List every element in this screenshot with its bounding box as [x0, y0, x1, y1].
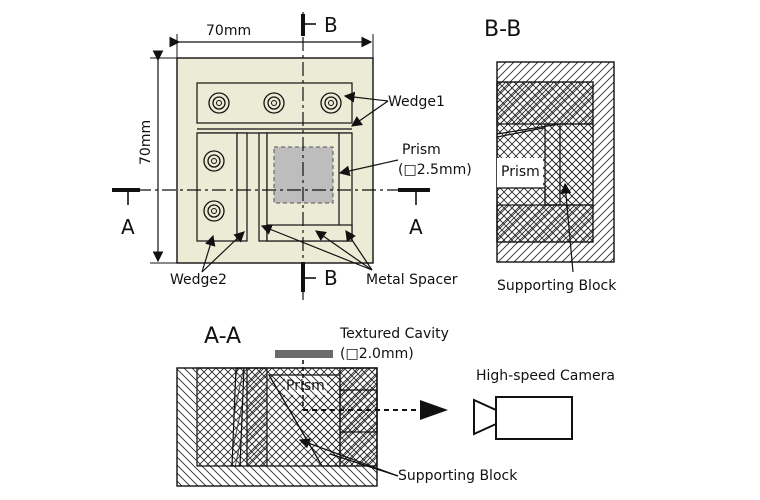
wedge1-label: Wedge1: [388, 94, 445, 110]
textured-cavity-label: Textured Cavity: [339, 326, 449, 342]
section-aa-supporting-block-label: Supporting Block: [398, 468, 518, 484]
camera-icon: [473, 396, 573, 440]
section-b-bottom-label: B: [324, 266, 338, 290]
section-aa-title: A-A: [204, 324, 241, 349]
wedge1-block: [196, 82, 353, 124]
screw-icon: [203, 200, 225, 222]
wedge2-block: [196, 132, 238, 242]
screw-icon: [263, 92, 285, 114]
textured-cavity-bar: [275, 350, 333, 358]
section-a-right-label: A: [409, 215, 423, 239]
prism-size-label: (□2.5mm): [398, 162, 472, 178]
screw-icon: [208, 92, 230, 114]
section-bb-prism-label: Prism: [501, 164, 540, 180]
screw-icon: [203, 150, 225, 172]
metal-spacer-label: Metal Spacer: [366, 272, 458, 288]
section-bb-supporting-block-label: Supporting Block: [497, 278, 617, 294]
section-aa-prism-label: Prism: [286, 378, 325, 394]
metal-spacer: [236, 132, 248, 242]
section-bb-view: B-B Prism Supporting Block: [484, 17, 617, 294]
section-b-top-label: B: [324, 13, 338, 37]
wedge2-label: Wedge2: [170, 272, 227, 288]
top-view: B B A A 70mm 70mm Wedge1 Prism (□2.5mm) …: [112, 12, 472, 300]
prism-label: Prism: [402, 142, 441, 158]
section-aa-view: A-A Textured Cavity (□2.0mm) Prism Suppo…: [176, 324, 615, 487]
width-dimension-label: 70mm: [206, 23, 251, 39]
screw-icon: [320, 92, 342, 114]
metal-spacer: [258, 132, 268, 242]
section-a-left-label: A: [121, 215, 135, 239]
height-dimension-label: 70mm: [138, 120, 154, 165]
camera-label: High-speed Camera: [476, 368, 615, 384]
supporting-block-bb: [544, 123, 594, 206]
section-bb-title: B-B: [484, 17, 521, 42]
section-bb-prism: [497, 158, 543, 188]
cavity-size-label: (□2.0mm): [340, 346, 414, 362]
